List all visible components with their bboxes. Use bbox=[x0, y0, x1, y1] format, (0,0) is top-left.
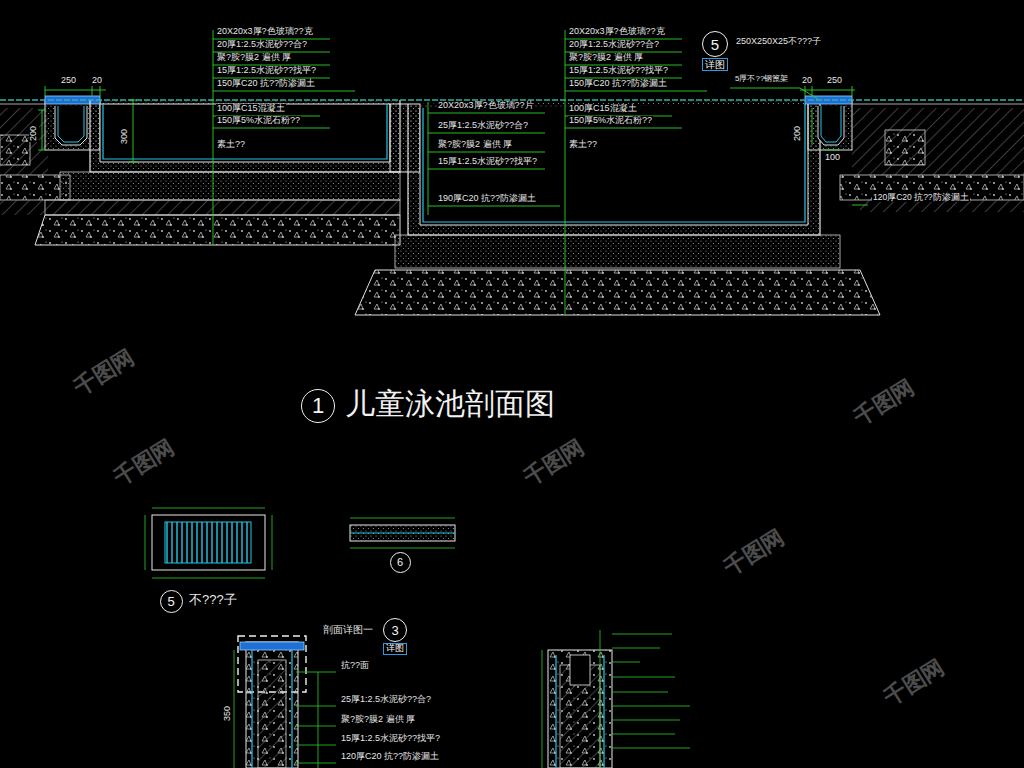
material-note: 150厚5%水泥石粉?? bbox=[568, 116, 653, 126]
callout-number: 3 bbox=[391, 624, 398, 637]
watermark: 千图网 bbox=[520, 435, 589, 490]
dimension-text: 200 bbox=[793, 125, 803, 142]
callout-circle: 5 bbox=[160, 590, 183, 613]
callout-circle: 5详图 bbox=[702, 31, 728, 57]
callout-number: 6 bbox=[397, 557, 403, 568]
dimension-text: 100 bbox=[824, 153, 841, 163]
material-note: 聚?胺?膜2 遍供 厚 bbox=[216, 53, 292, 63]
material-note: 120厚C20 抗??防渗漏土 bbox=[872, 193, 970, 202]
material-note: 不???子 bbox=[188, 593, 238, 607]
material-note: 150厚C20 抗??防渗漏土 bbox=[568, 79, 668, 89]
material-note: 120厚C20 抗??防渗漏土 bbox=[340, 752, 440, 762]
material-note: 150厚5%水泥石粉?? bbox=[216, 116, 301, 126]
material-note: 剖面详图一 bbox=[322, 624, 374, 635]
drawing-title: 儿童泳池剖面图 bbox=[345, 387, 555, 420]
callout-circle: 3详图 bbox=[383, 618, 407, 642]
dimension-text: 20 bbox=[801, 76, 813, 86]
material-note: 20X20x3厚?色玻璃??片 bbox=[437, 101, 535, 111]
callout-number: 1 bbox=[312, 395, 324, 417]
material-note: 15厚1:2.5水泥砂??找平? bbox=[216, 66, 317, 76]
dimension-text: 250 bbox=[60, 76, 77, 86]
material-note: 15厚1:2.5水泥砂??找平? bbox=[340, 734, 441, 744]
material-note: 25厚1:2.5水泥砂??合? bbox=[340, 695, 432, 705]
dimension-text: 200 bbox=[29, 125, 39, 142]
watermark: 千图网 bbox=[850, 375, 919, 430]
material-note: 聚?胺?膜2 遍供 厚 bbox=[437, 140, 513, 150]
watermark: 千图网 bbox=[110, 435, 179, 490]
watermark: 千图网 bbox=[70, 345, 139, 400]
callout-number: 5 bbox=[711, 37, 719, 52]
material-note: 素土?? bbox=[568, 140, 598, 150]
material-note: 聚?胺?膜2 遍供 厚 bbox=[340, 715, 416, 725]
material-note: 抗??面 bbox=[340, 661, 370, 671]
dimension-text: 250 bbox=[826, 76, 843, 86]
callout-number: 5 bbox=[167, 595, 174, 608]
material-note: 15厚1:2.5水泥砂??找平? bbox=[568, 66, 669, 76]
material-note: 20X20x3厚?色玻璃??克 bbox=[568, 27, 666, 37]
material-note: 190厚C20 抗??防渗漏土 bbox=[437, 194, 537, 204]
callout-circle: 6 bbox=[390, 552, 411, 573]
material-note: 聚?胺?膜2 遍供 厚 bbox=[568, 53, 644, 63]
material-note: 5厚不??钢篦架 bbox=[734, 75, 789, 84]
material-note: 20厚1:2.5水泥砂??合? bbox=[568, 40, 660, 50]
material-note: 100厚C15混凝土 bbox=[216, 104, 286, 114]
material-note: 100厚C15混凝土 bbox=[568, 104, 638, 114]
material-note: 250X250X25不???子 bbox=[735, 37, 822, 47]
material-note: 15厚1:2.5水泥砂??找平? bbox=[437, 157, 538, 167]
material-note: 150厚C20 抗??防渗漏土 bbox=[216, 79, 316, 89]
detail-tag: 详图 bbox=[702, 58, 728, 71]
material-note: 20X20x3厚?色玻璃??克 bbox=[216, 27, 314, 37]
callout-circle: 1 bbox=[301, 389, 335, 423]
dimension-text: 350 bbox=[223, 705, 233, 722]
watermark: 千图网 bbox=[720, 525, 789, 580]
material-note: 20厚1:2.5水泥砂??合? bbox=[216, 40, 308, 50]
dimension-text: 300 bbox=[120, 128, 130, 145]
material-note: 25厚1:2.5水泥砂??合? bbox=[437, 121, 529, 131]
material-note: 素土?? bbox=[216, 140, 246, 150]
dimension-text: 20 bbox=[91, 76, 103, 86]
watermark: 千图网 bbox=[880, 655, 949, 710]
detail-tag: 详图 bbox=[383, 643, 407, 655]
